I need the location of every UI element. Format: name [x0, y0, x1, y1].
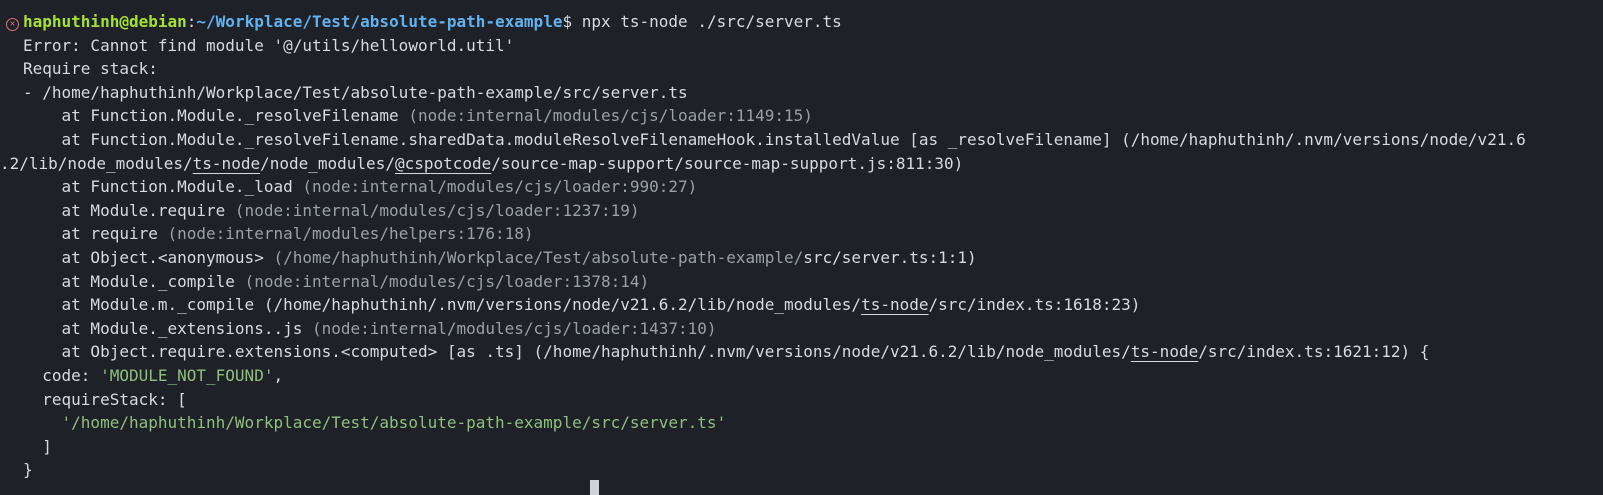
error-message: Error: Cannot find module '@/utils/hello…	[23, 35, 515, 55]
terminal-cursor	[590, 480, 599, 495]
require-stack-key: requireStack: [	[23, 389, 187, 409]
require-stack-item: - /home/haphuthinh/Workplace/Test/absolu…	[23, 82, 688, 102]
frame-text: .2/lib/node_modules/	[0, 153, 193, 173]
require-stack-entry: '/home/haphuthinh/Workplace/Test/absolut…	[0, 411, 1603, 435]
frame-link[interactable]: ts-node	[1130, 342, 1199, 362]
frame-fn: at Object.<anonymous>	[23, 247, 274, 267]
stack-frame: at Module._compile (node:internal/module…	[0, 270, 1603, 294]
error-code-line: code: 'MODULE_NOT_FOUND',	[0, 364, 1603, 388]
stack-frame: at Module.m._compile (/home/haphuthinh/.…	[0, 293, 1603, 317]
frame-text: /source-map-support/source-map-support.j…	[491, 153, 964, 173]
stack-frame-wrap: .2/lib/node_modules/ts-node/node_modules…	[0, 152, 1603, 176]
frame-text: at Module.m._compile (/home/haphuthinh/.…	[23, 295, 862, 315]
prompt-user-host: haphuthinh@debian	[23, 12, 187, 31]
frame-loc: (node:internal/modules/cjs/loader:1437:1…	[311, 318, 717, 338]
stack-frame: at Module.require (node:internal/modules…	[0, 199, 1603, 223]
error-status-icon: ✕	[6, 18, 19, 31]
frame-text: /src/index.ts:1618:23)	[928, 295, 1141, 315]
frame-loc: (/home/haphuthinh/Workplace/Test/absolut…	[273, 247, 804, 267]
require-stack-label: Require stack:	[23, 59, 158, 79]
prompt-line: ✕ haphuthinh@debian:~/Workplace/Test/abso…	[0, 10, 1603, 34]
prompt-cwd: ~/Workplace/Test/absolute-path-example	[196, 12, 563, 31]
stack-frame: at require (node:internal/modules/helper…	[0, 222, 1603, 246]
code-key: code:	[23, 365, 101, 385]
stack-frame: at Object.require.extensions.<computed> …	[0, 340, 1603, 364]
frame-loc: (node:internal/modules/helpers:176:18)	[167, 224, 534, 244]
frame-fn: at Module._compile	[23, 271, 245, 291]
require-stack-value: '/home/haphuthinh/Workplace/Test/absolut…	[61, 413, 727, 433]
stack-frame: at Object.<anonymous> (/home/haphuthinh/…	[0, 246, 1603, 270]
stack-frame: at Function.Module._load (node:internal/…	[0, 175, 1603, 199]
frame-link[interactable]: ts-node	[861, 295, 929, 315]
prompt-separator: :	[186, 12, 197, 31]
frame-text: at Object.require.extensions.<computed> …	[23, 342, 1131, 362]
frame-fn: at Module.require	[23, 200, 235, 220]
stack-frame: at Module._extensions..js (node:internal…	[0, 317, 1603, 341]
frame-fn: at Function.Module._resolveFilename	[23, 106, 409, 126]
code-comma: ,	[273, 365, 284, 385]
frame-loc: (node:internal/modules/cjs/loader:1378:1…	[244, 271, 650, 291]
frame-link[interactable]: @cspotcode	[394, 153, 492, 173]
frame-loc: (node:internal/modules/cjs/loader:990:27…	[302, 177, 698, 197]
frame-text: /src/index.ts:1621:12) {	[1198, 342, 1430, 362]
frame-loc-file: src/server.ts:1:1)	[803, 247, 977, 267]
stack-frame: at Function.Module._resolveFilename.shar…	[23, 129, 1526, 149]
frame-fn: at require	[23, 224, 168, 244]
require-stack-close: ]	[23, 436, 52, 456]
code-value: 'MODULE_NOT_FOUND'	[100, 365, 274, 385]
frame-loc: (node:internal/modules/cjs/loader:1149:1…	[408, 106, 813, 126]
stack-frame: at Function.Module._resolveFilename (nod…	[0, 104, 1603, 128]
prompt-symbol: $	[562, 12, 573, 31]
prompt-command: npx ts-node ./src/server.ts	[572, 12, 842, 31]
frame-link[interactable]: ts-node	[192, 153, 261, 173]
object-close: }	[23, 460, 33, 480]
frame-loc: (node:internal/modules/cjs/loader:1237:1…	[234, 200, 640, 220]
frame-fn: at Module._extensions..js	[23, 318, 312, 338]
frame-text: /node_modules/	[260, 153, 395, 173]
frame-fn: at Function.Module._load	[23, 177, 303, 197]
